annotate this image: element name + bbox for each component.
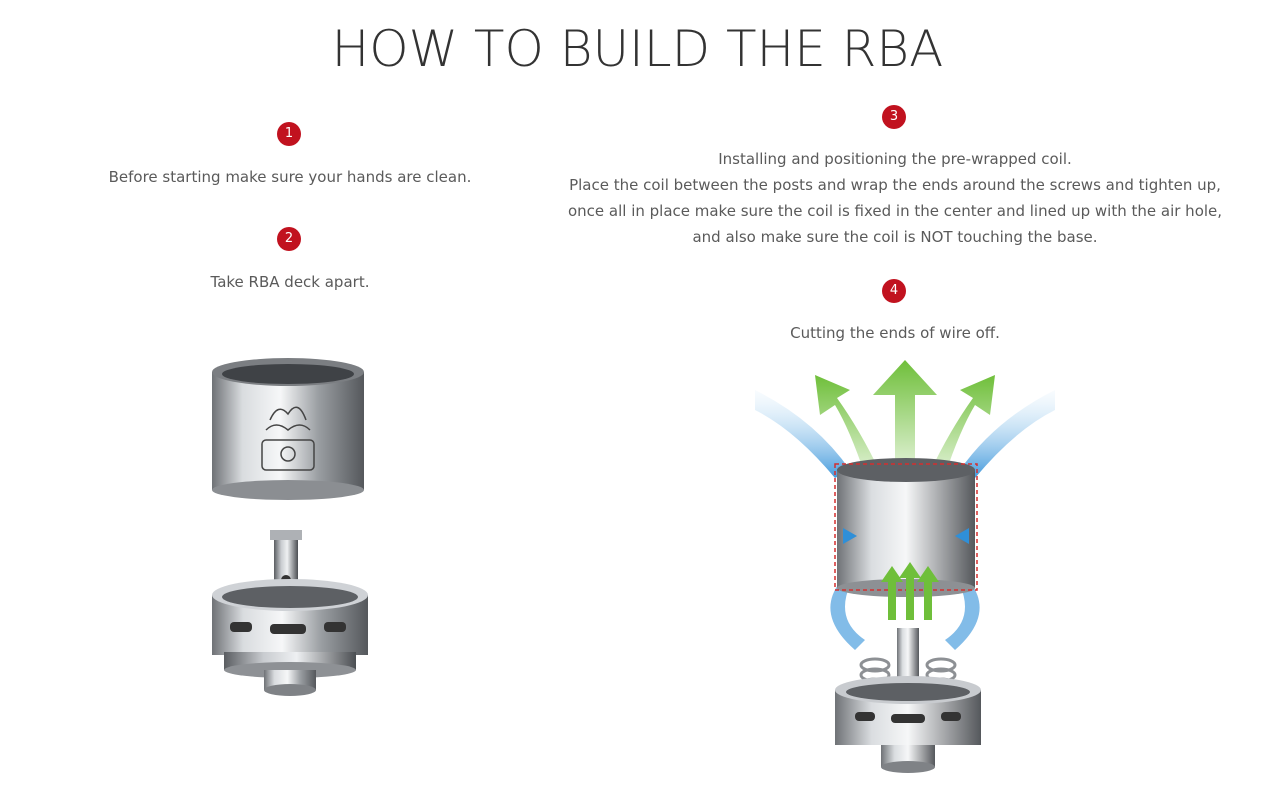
step-2-text: Take RBA deck apart.	[210, 273, 370, 291]
step-3-badge: 3	[882, 105, 906, 129]
airflow-out-arrows	[815, 360, 995, 475]
step-4-badge: 4	[882, 279, 906, 303]
deck-part	[212, 530, 368, 696]
step-4-text: Cutting the ends of wire off.	[790, 324, 1000, 342]
step-3-line-1: Installing and positioning the pre-wrapp…	[718, 150, 1072, 168]
step-1-badge: 1	[277, 122, 301, 146]
chimney-part	[212, 358, 364, 500]
deck-with-coils	[835, 628, 981, 773]
page-title: HOW TO BUILD THE RBA	[331, 20, 944, 78]
step-3-line-2: Place the coil between the posts and wra…	[569, 176, 1221, 194]
rba-airflow-image	[755, 360, 1055, 773]
step-3-line-4: and also make sure the coil is NOT touch…	[692, 228, 1098, 246]
rba-deck-apart-image	[212, 358, 368, 696]
step-3-line-3: once all in place make sure the coil is …	[567, 202, 1223, 220]
airflow-in-left	[755, 390, 850, 478]
flame-logo-icon	[261, 406, 315, 471]
inner-airflow-arrows	[881, 562, 939, 620]
step-1-text: Before starting make sure your hands are…	[108, 168, 472, 186]
airflow-in-right	[960, 390, 1055, 478]
step-2-badge: 2	[277, 227, 301, 251]
